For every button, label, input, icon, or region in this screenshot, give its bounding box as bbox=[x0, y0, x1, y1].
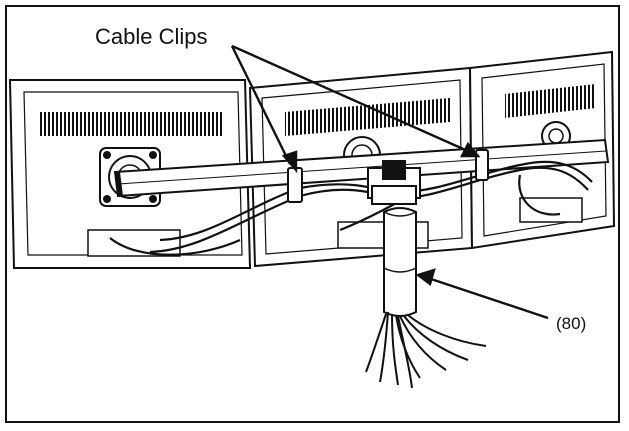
left-vent bbox=[38, 112, 224, 136]
pole-clamp bbox=[367, 160, 421, 205]
callout-arrows bbox=[230, 44, 549, 320]
middle-vent bbox=[285, 98, 450, 136]
right-vent bbox=[505, 84, 596, 118]
cable-clips-label: Cable Clips bbox=[95, 24, 208, 49]
cable-clip-left bbox=[287, 167, 303, 203]
cable-clip-right bbox=[475, 149, 489, 181]
cable-bundle bbox=[365, 311, 487, 389]
part-number-label: (80) bbox=[556, 314, 587, 333]
cable-cover-sleeve bbox=[383, 207, 417, 317]
